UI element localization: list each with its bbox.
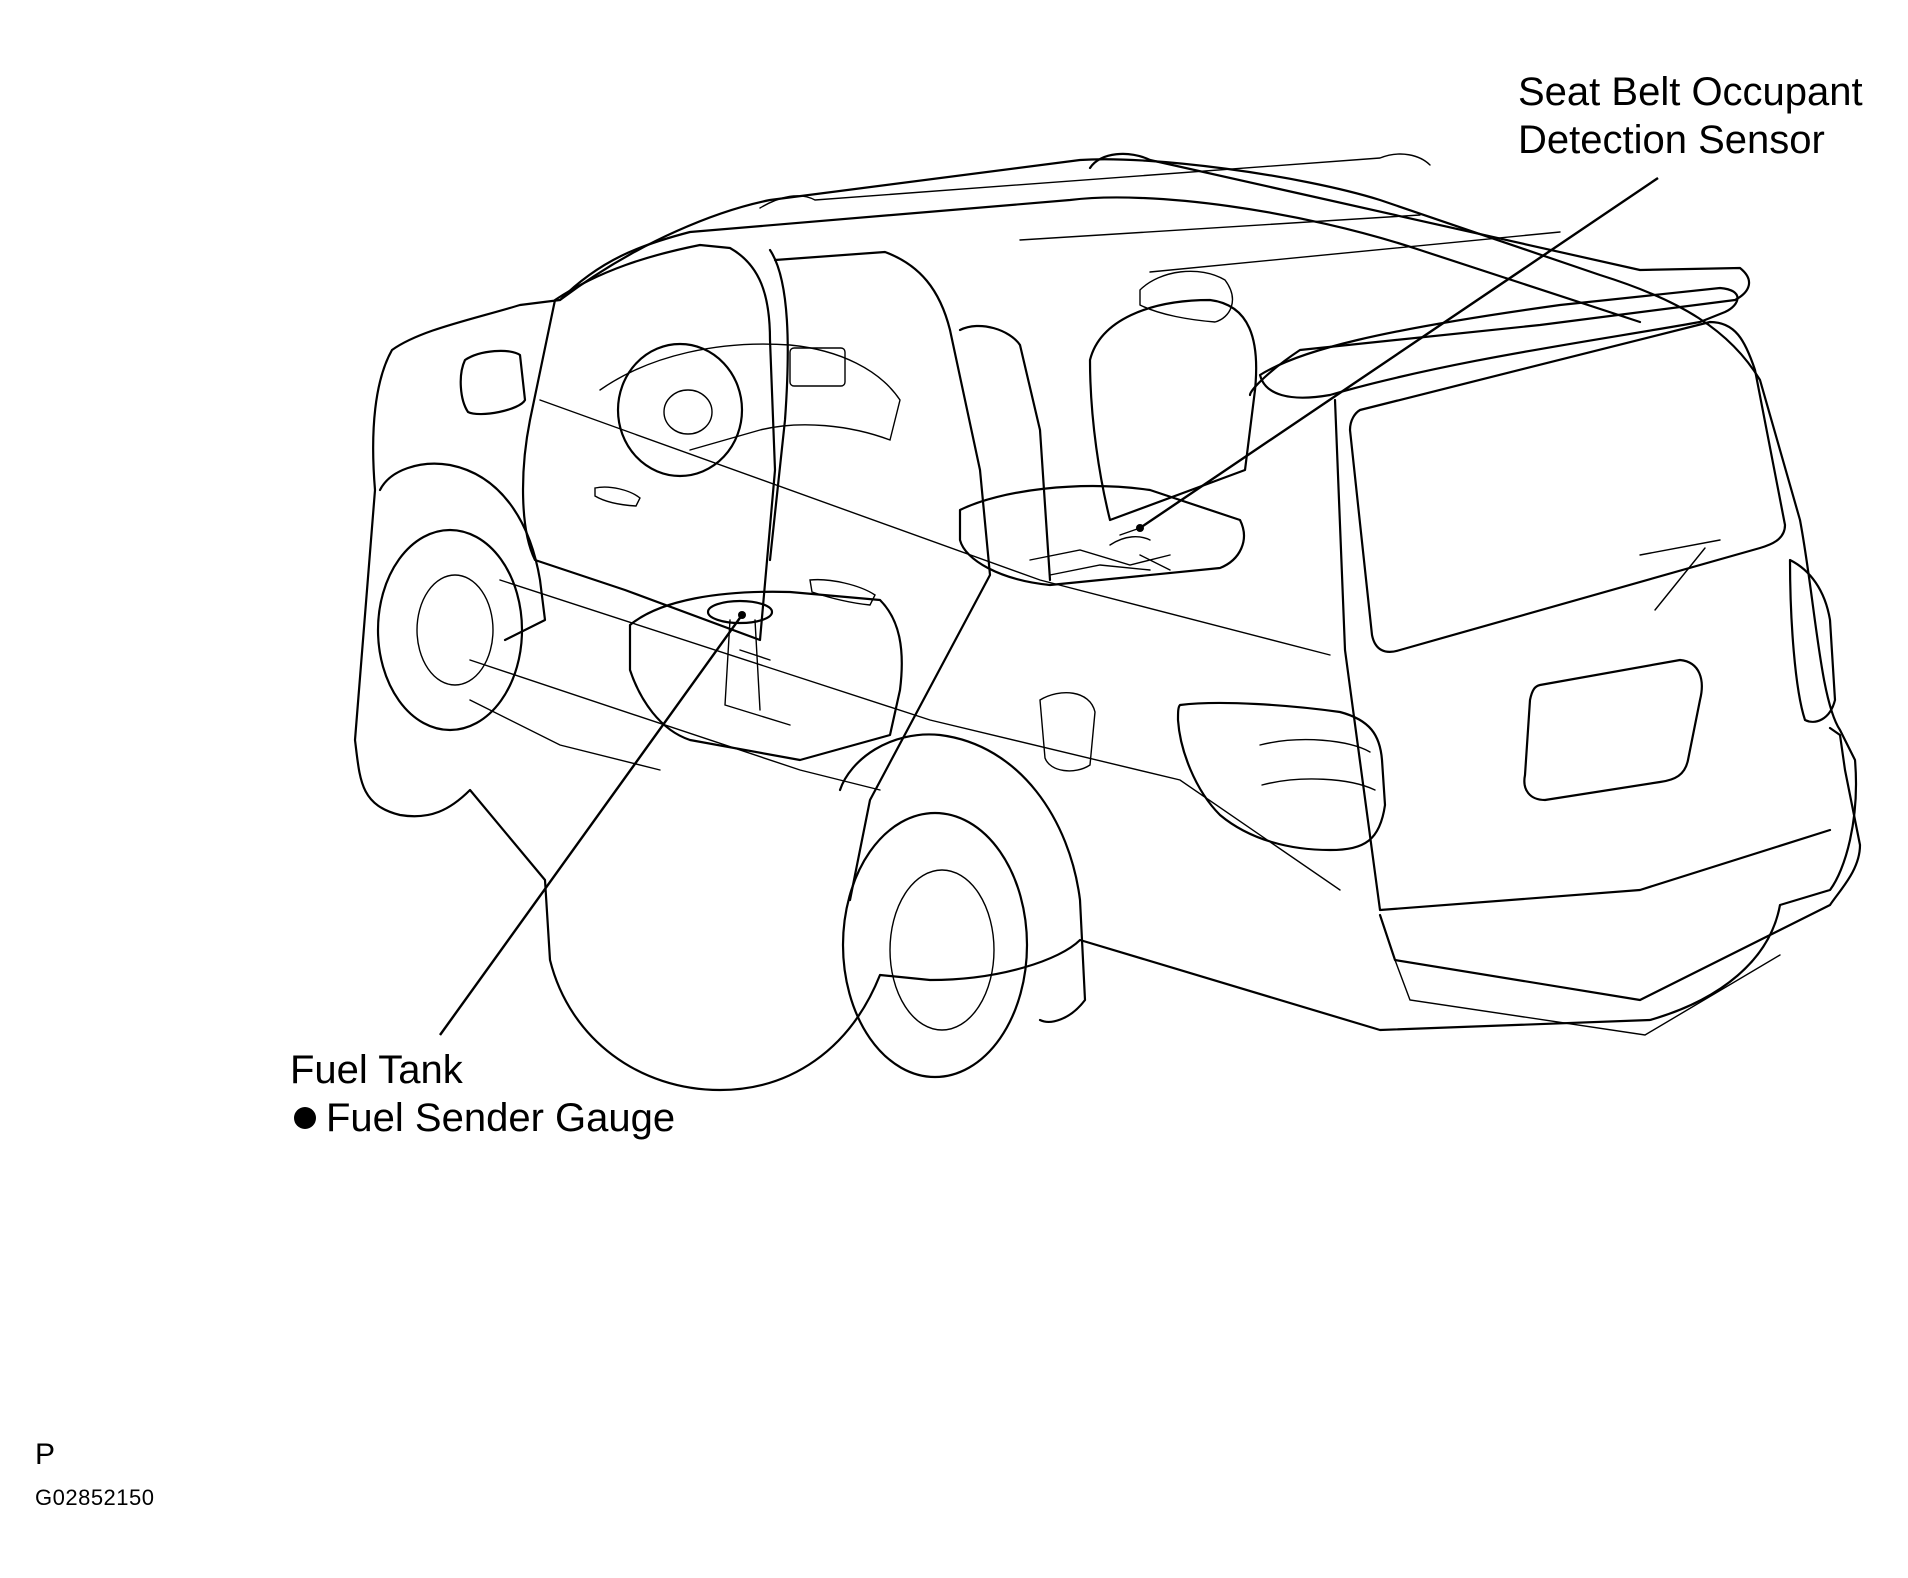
roof-crossbar-1 (1019, 214, 1421, 241)
roof-rail-rear (1088, 152, 1751, 397)
tail-light-left (1176, 701, 1387, 852)
tail-light-lens-1 (1259, 738, 1376, 791)
vehicle-illustration (353, 152, 1862, 1092)
roof-rail-front (759, 153, 1431, 209)
rear-window (1348, 320, 1787, 653)
rocker-panel (469, 659, 881, 791)
dashboard (599, 343, 901, 451)
vehicle-body-outline (353, 158, 1858, 1092)
page-letter: P (35, 1438, 56, 1471)
rear-seat-headrest (1139, 270, 1234, 323)
front-tire (376, 528, 524, 732)
occupant-sensor-harness (1029, 527, 1171, 576)
license-plate-recess (1523, 658, 1703, 802)
rear-door-frame (773, 250, 992, 902)
rear-wheel-rim (889, 869, 995, 1031)
side-mirror (459, 349, 527, 416)
roof-outline (558, 196, 1642, 324)
rear-wiper (1639, 539, 1721, 611)
front-fender-arch (378, 462, 547, 642)
body-beltline (539, 399, 1331, 656)
rear-bumper (1378, 726, 1862, 1002)
fuel-tank-label: Fuel Tank (290, 1048, 463, 1092)
fuel-sender-gauge-item: Fuel Sender Gauge (290, 1094, 675, 1142)
rear-bumper-step (1394, 954, 1781, 1036)
fuel-sender-flange (706, 599, 774, 625)
front-door-frame (521, 243, 777, 642)
fuel-tank-callout: Fuel Tank Fuel Sender Gauge (290, 1046, 675, 1142)
seat-belt-sensor-leader-dot (1136, 524, 1144, 532)
figure-code: G02852150 (35, 1485, 155, 1510)
seat-belt-sensor-label-line-1: Seat Belt Occupant (1518, 70, 1863, 114)
tailgate-outline (1333, 398, 1832, 912)
fuel-sender-assembly (724, 619, 791, 726)
rear-door-handle (809, 578, 876, 606)
fuel-tank-leader-dot (738, 611, 746, 619)
front-door-handle (594, 486, 641, 507)
tail-light-right (1788, 558, 1837, 723)
rear-spoiler (1258, 286, 1739, 399)
fuel-sender-gauge-label: Fuel Sender Gauge (326, 1096, 676, 1140)
fuel-tank-leader (439, 614, 743, 1036)
seat-belt-sensor-callout: Seat Belt Occupant Detection Sensor (1518, 68, 1863, 164)
steering-wheel (616, 342, 744, 478)
rear-tire (841, 811, 1029, 1079)
steering-wheel-hub (663, 389, 713, 435)
front-wheel-rim (416, 574, 494, 686)
rear-fender-arch (838, 733, 1087, 1023)
seat-belt-sensor-label-line-2: Detection Sensor (1518, 118, 1825, 162)
fuel-tank (628, 590, 903, 762)
roof-crossbar-2 (1149, 231, 1561, 273)
seat-belt-sensor-leader (1139, 177, 1659, 529)
instrument-cluster (789, 347, 846, 387)
fuel-filler-door (1039, 692, 1096, 772)
c-pillar (958, 325, 1052, 582)
body-lower-crease (499, 579, 1341, 891)
bullet-icon (294, 1107, 316, 1130)
b-pillar (768, 248, 789, 562)
rear-seat-cushion (958, 484, 1245, 587)
rear-seat-back (1088, 298, 1258, 522)
